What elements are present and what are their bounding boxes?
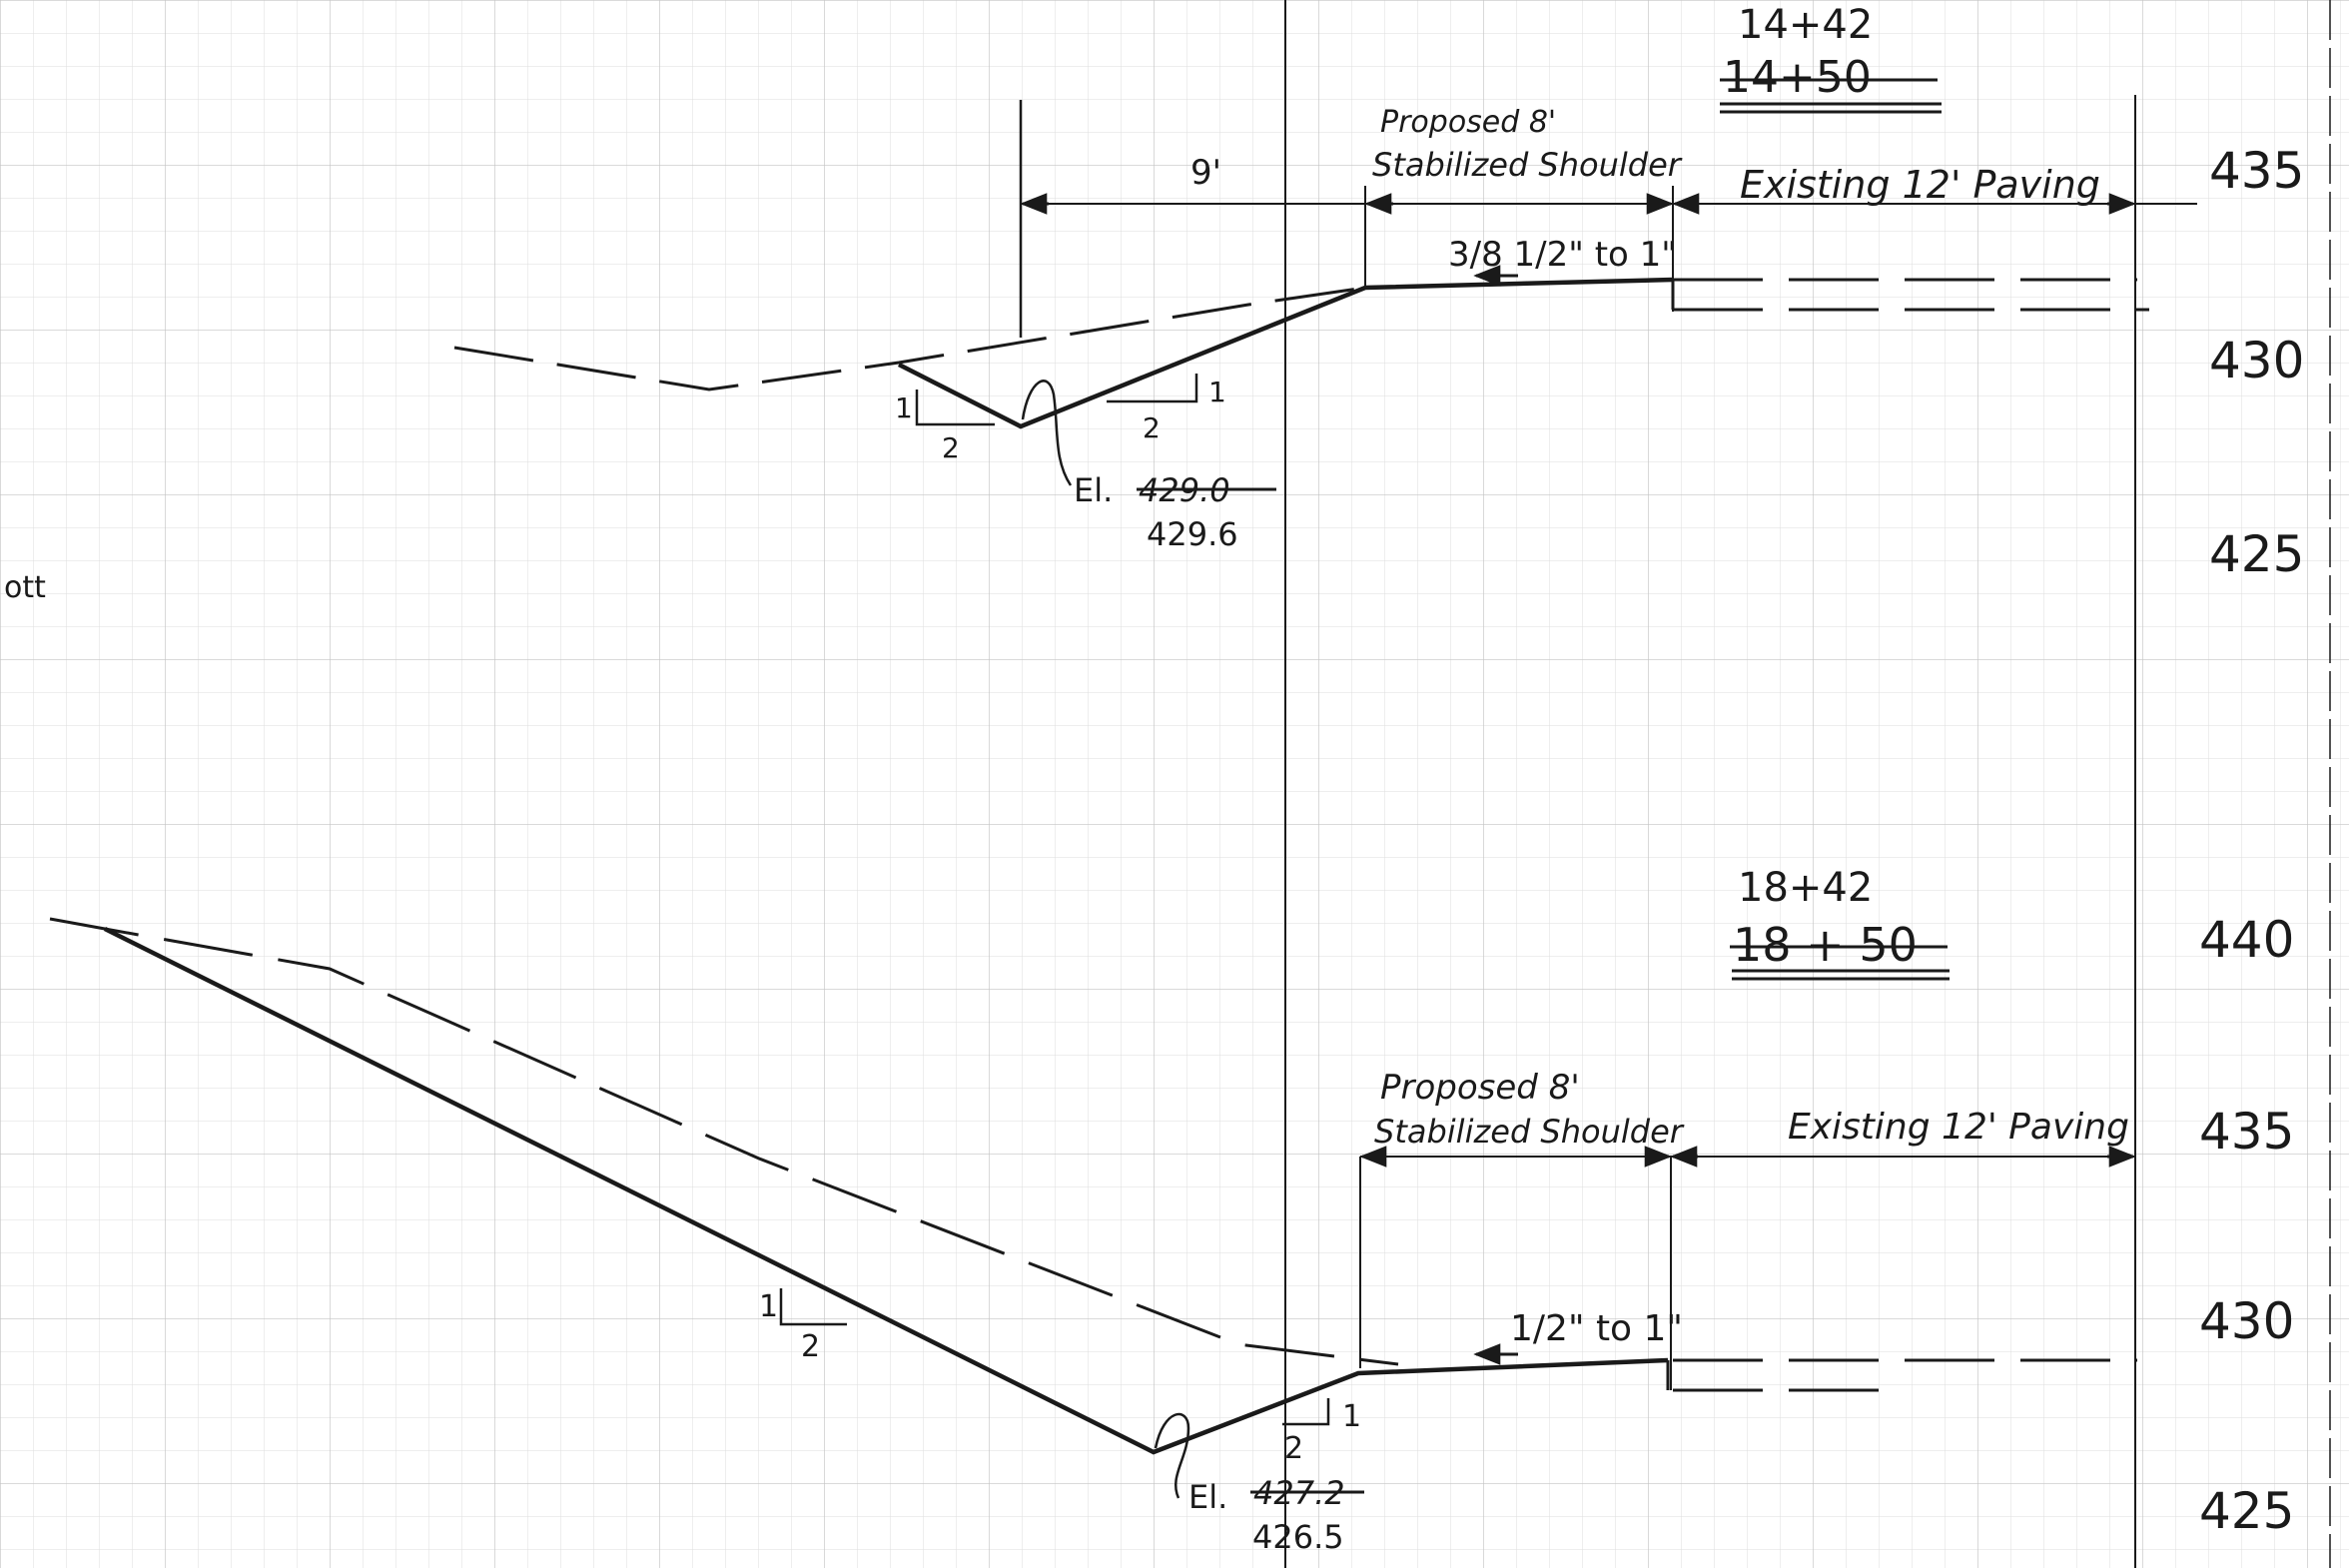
section-top: 14+42 14+50 9' Proposed 8' Stabilized Sh… xyxy=(453,2,2304,583)
proposed-profile-bottom xyxy=(103,926,1669,1455)
slope-triangle-bottom-right xyxy=(1282,1398,1330,1426)
scale-bottom-435: 435 xyxy=(2199,1103,2294,1161)
elev-leader-bottom xyxy=(1154,1412,1190,1499)
scale-bottom-430: 430 xyxy=(2199,1292,2294,1350)
station-top: 14+42 xyxy=(1738,2,1873,48)
slope-triangle-top-right xyxy=(1107,374,1198,403)
station-top-struck: 14+50 xyxy=(1723,52,1872,103)
scale-bottom-425: 425 xyxy=(2199,1482,2294,1540)
shoulder-label-top-1: Proposed 8' xyxy=(1380,105,1556,140)
paving-label-bottom: Existing 12' Paving xyxy=(1788,1107,2129,1148)
existing-ground-bottom xyxy=(49,917,1399,1366)
paving-label-top: Existing 12' Paving xyxy=(1740,163,2100,207)
slope-triangle-top-left xyxy=(915,390,995,426)
slope-bottom-left-run: 2 xyxy=(801,1329,820,1364)
shoulder-label-bottom-2: Stabilized Shoulder xyxy=(1374,1113,1685,1151)
scale-top-425: 425 xyxy=(2209,525,2304,583)
elev-top-prefix: El. xyxy=(1074,471,1113,509)
station-bottom: 18+42 xyxy=(1738,865,1873,911)
existing-ground-top xyxy=(453,286,1366,392)
elev-top-value: 429.6 xyxy=(1147,515,1238,553)
elev-bottom-prefix: El. xyxy=(1188,1478,1227,1516)
edge-text: ott xyxy=(4,570,46,605)
elev-leader-top xyxy=(1021,380,1073,486)
slope-bottom-left-rise: 1 xyxy=(759,1289,778,1324)
slope-bottom-right-run: 2 xyxy=(1284,1431,1303,1466)
elev-bottom-value: 426.5 xyxy=(1252,1518,1344,1556)
slope-triangle-bottom-left xyxy=(779,1288,847,1326)
slope-top-right-rise: 1 xyxy=(1208,376,1226,408)
scale-bottom-440: 440 xyxy=(2199,911,2294,969)
shoulder-label-bottom-1: Proposed 8' xyxy=(1380,1068,1580,1108)
scale-top-435: 435 xyxy=(2209,142,2304,200)
proposed-profile-top xyxy=(897,277,1674,429)
scale-top-430: 430 xyxy=(2209,332,2304,390)
slope-top-right-run: 2 xyxy=(1143,411,1161,444)
section-bottom: 18+42 18 + 50 Proposed 8' Stabilized Sho… xyxy=(49,865,2294,1556)
slope-top-left-rise: 1 xyxy=(895,392,913,424)
slope-note-bottom: 1/2" to 1" xyxy=(1510,1308,1683,1349)
slope-top-left-run: 2 xyxy=(942,431,960,464)
station-bottom-struck: 18 + 50 xyxy=(1733,918,1918,972)
slope-note-top: 3/8 1/2" to 1" xyxy=(1448,235,1677,275)
dim-9ft-label: 9' xyxy=(1190,153,1221,193)
slope-bottom-right-rise: 1 xyxy=(1342,1399,1361,1434)
shoulder-label-top-2: Stabilized Shoulder xyxy=(1372,146,1683,184)
